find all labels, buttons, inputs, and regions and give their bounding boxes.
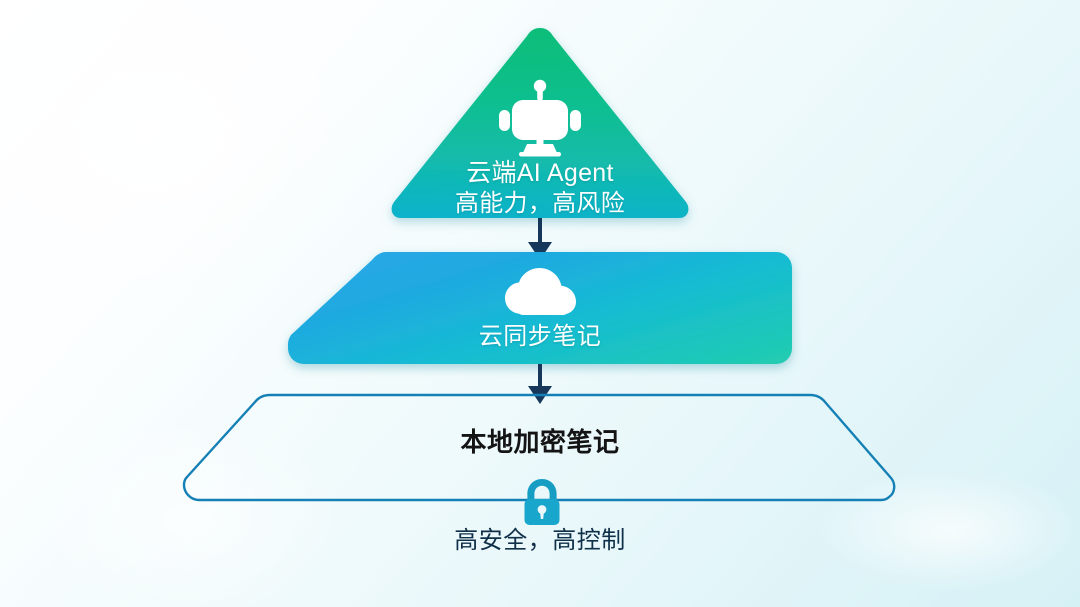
- cloud-icon: [502, 268, 578, 318]
- trapezoid-outline-shape: [182, 393, 896, 502]
- arrow-top-to-mid: [525, 218, 555, 262]
- robot-icon: [494, 78, 586, 157]
- down-arrow-icon: [528, 218, 552, 260]
- tier-cloud-sync-notes[interactable]: 云同步笔记: [286, 250, 794, 370]
- tier-local-encrypted-notes-subtitle: 高安全，高控制: [454, 527, 626, 554]
- tier-cloud-ai-agent[interactable]: 云端AI Agent 高能力，高风险: [386, 26, 694, 222]
- lock-icon: [521, 477, 563, 527]
